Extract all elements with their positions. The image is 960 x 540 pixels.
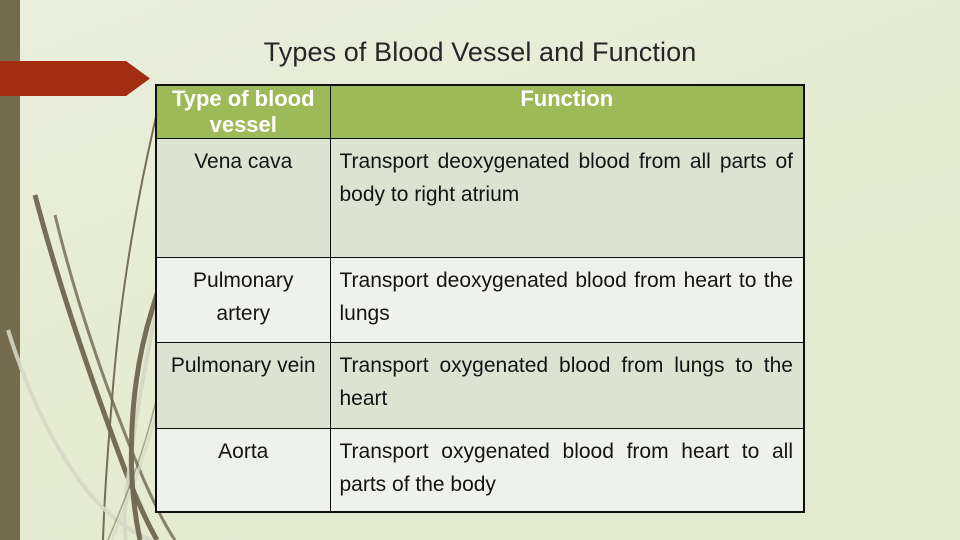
table-row: Pulmonary artery Transport deoxygenated …	[155, 257, 805, 343]
table-row: Pulmonary vein Transport oxygenated bloo…	[155, 342, 805, 429]
table-header-row: Type of blood vessel Function	[155, 84, 805, 139]
table-row: Aorta Transport oxygenated blood from he…	[155, 428, 805, 513]
cell-vessel-function: Transport oxygenated blood from heart to…	[329, 428, 805, 513]
cell-vessel-function-text: Transport deoxygenated blood from heart …	[339, 269, 794, 325]
table-body: Vena cava Transport deoxygenated blood f…	[155, 138, 805, 513]
cell-vessel-function: Transport oxygenated blood from lungs to…	[329, 342, 805, 429]
cell-vessel-function-text: Transport oxygenated blood from heart to…	[339, 440, 794, 496]
table-header: Type of blood vessel Function	[155, 84, 805, 139]
cell-vessel-name: Aorta	[155, 428, 331, 513]
cell-vessel-function-text: Transport oxygenated blood from lungs to…	[339, 354, 794, 410]
cell-vessel-function: Transport deoxygenated blood from all pa…	[329, 138, 805, 258]
table-row: Vena cava Transport deoxygenated blood f…	[155, 138, 805, 258]
cell-vessel-name: Pulmonary artery	[155, 257, 331, 343]
page-title: Types of Blood Vessel and Function	[263, 37, 697, 67]
cell-vessel-function: Transport deoxygenated blood from heart …	[329, 257, 805, 343]
red-arrow-banner	[0, 61, 150, 96]
blood-vessel-table: Type of blood vessel Function Vena cava …	[155, 84, 805, 513]
column-header-type-of-blood-vessel: Type of blood vessel	[155, 84, 331, 139]
cell-vessel-name: Pulmonary vein	[155, 342, 331, 429]
cell-vessel-name: Vena cava	[155, 138, 331, 258]
column-header-function: Function	[329, 84, 805, 139]
cell-vessel-function-text: Transport deoxygenated blood from all pa…	[339, 150, 794, 206]
